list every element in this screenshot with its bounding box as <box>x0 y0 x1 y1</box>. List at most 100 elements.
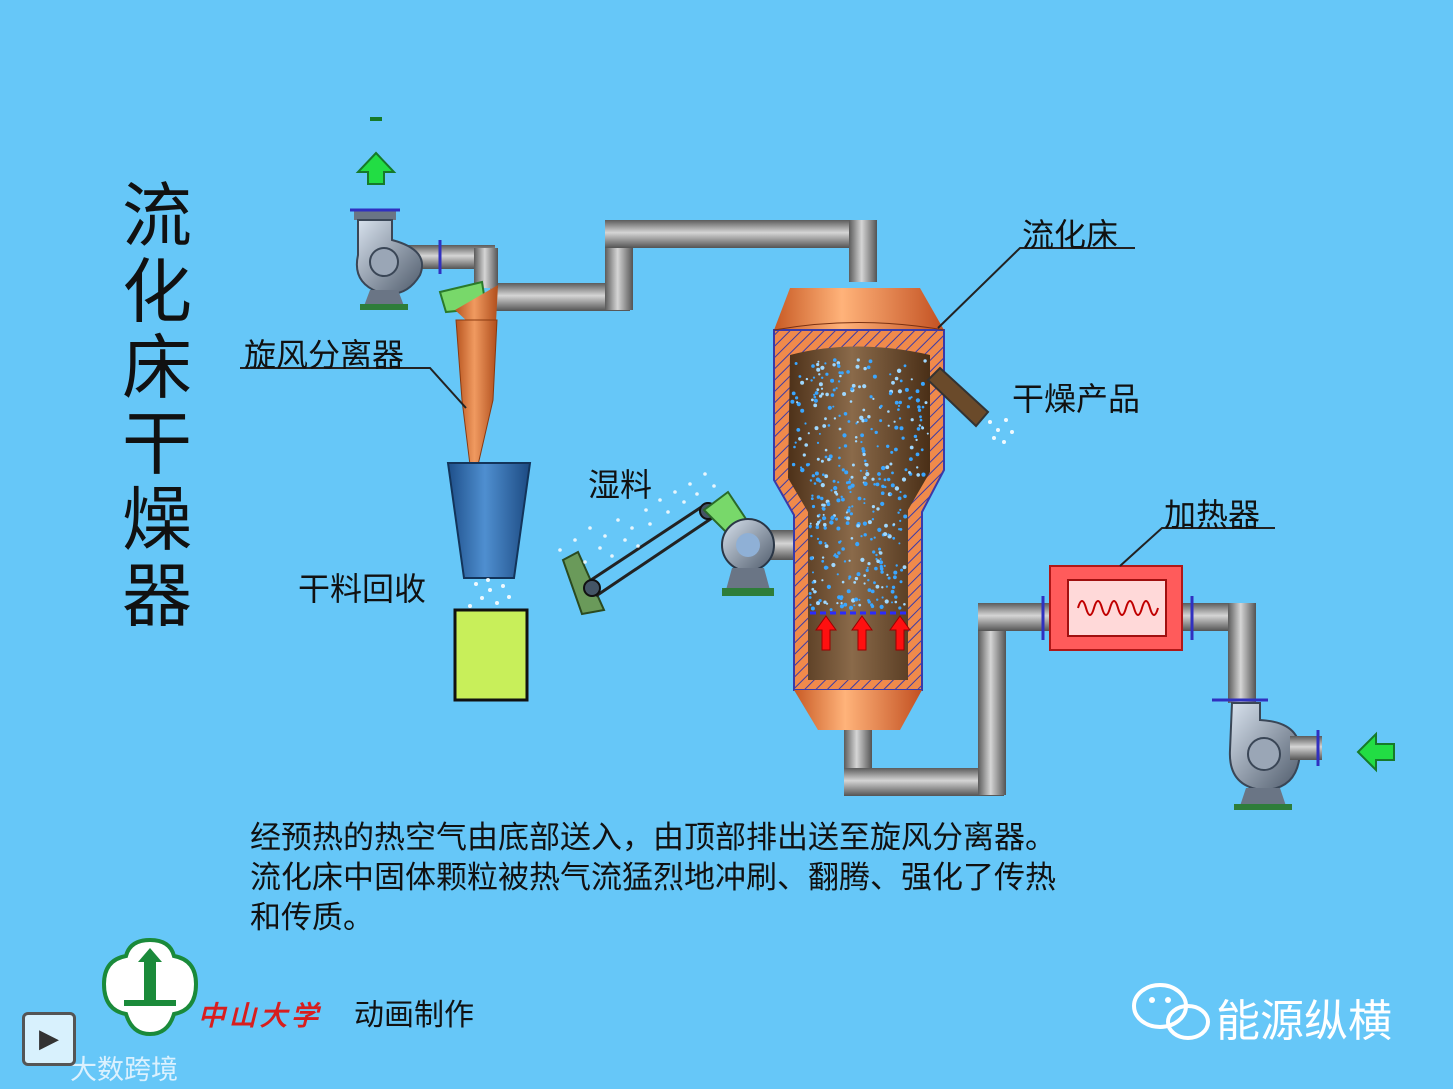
particle <box>897 389 903 394</box>
particle <box>857 496 862 501</box>
particle <box>816 362 820 367</box>
particle <box>849 512 854 516</box>
particle <box>823 600 827 604</box>
particle <box>858 603 862 607</box>
particle <box>867 588 872 592</box>
particle <box>859 415 864 420</box>
particle <box>813 403 818 408</box>
particle <box>863 366 867 371</box>
particle <box>821 556 825 559</box>
particle <box>873 581 876 585</box>
description-line: 和传质。 <box>250 900 374 936</box>
particle <box>881 596 884 599</box>
title-char: 化 <box>122 251 192 333</box>
particle <box>897 408 900 411</box>
particle <box>821 559 825 563</box>
watermark-text: 大数跨境 <box>70 1055 178 1086</box>
particle <box>924 401 928 405</box>
particle <box>886 573 889 577</box>
particle <box>899 490 902 494</box>
particle <box>870 427 873 431</box>
particle <box>822 513 825 516</box>
particle <box>819 519 822 522</box>
particle <box>855 364 860 369</box>
particle <box>818 382 823 387</box>
particle <box>879 604 884 610</box>
particle <box>860 535 863 538</box>
heater-unit <box>1049 565 1183 651</box>
particle <box>879 419 883 423</box>
title-char: 燥 <box>122 479 192 561</box>
particle <box>897 496 902 501</box>
particle <box>887 424 890 427</box>
particle <box>862 384 867 389</box>
particle <box>846 589 851 594</box>
particle <box>872 510 875 513</box>
particle <box>893 420 896 423</box>
particle <box>885 585 889 588</box>
particle <box>884 485 887 489</box>
particle <box>815 525 820 530</box>
particle <box>858 598 861 601</box>
particle <box>794 441 797 444</box>
particle <box>828 454 833 459</box>
particle <box>832 363 836 367</box>
particle <box>866 365 871 370</box>
particle <box>923 359 927 363</box>
particle <box>836 573 839 576</box>
description-line: 流化床中固体颗粒被热气流猛烈地冲刷、翻腾、强化了传热 <box>250 860 1056 896</box>
particle <box>824 362 827 365</box>
particle <box>921 405 925 409</box>
particle <box>909 457 913 461</box>
particle <box>872 374 877 379</box>
particle <box>800 408 805 413</box>
particle <box>871 505 876 509</box>
particle <box>904 387 909 392</box>
particle <box>860 557 865 563</box>
particle <box>863 498 866 501</box>
particle <box>817 360 820 363</box>
particle <box>823 526 827 530</box>
particle <box>800 467 805 473</box>
exhaust-arrow-icon <box>355 117 397 185</box>
particle <box>816 457 820 461</box>
particle <box>870 589 875 594</box>
particle <box>807 432 810 435</box>
particle <box>908 396 912 400</box>
particle <box>814 471 819 476</box>
particle <box>881 465 886 471</box>
particle <box>891 471 894 475</box>
particle <box>906 405 911 409</box>
particle <box>879 558 882 560</box>
particle <box>884 523 888 528</box>
particle <box>872 397 875 400</box>
particle <box>873 483 876 486</box>
particle <box>903 514 908 519</box>
particle <box>921 426 925 430</box>
particle <box>843 444 848 448</box>
particle <box>794 362 798 365</box>
particle <box>894 447 898 452</box>
particle <box>843 412 848 416</box>
particle <box>897 404 901 407</box>
particle <box>855 542 860 547</box>
particle <box>813 393 816 396</box>
particle <box>850 537 854 540</box>
particle <box>894 376 899 381</box>
particle <box>880 491 885 496</box>
play-button[interactable]: ▶ <box>22 1012 76 1066</box>
particle <box>854 597 859 602</box>
particle <box>826 584 832 590</box>
particle <box>845 481 849 485</box>
university-logo-icon <box>101 937 199 1037</box>
particle <box>909 445 914 450</box>
particle <box>894 425 899 430</box>
particle <box>878 551 882 554</box>
fluidized-bed-vessel <box>773 288 945 730</box>
particle <box>832 479 836 483</box>
particle <box>898 606 902 610</box>
particle <box>891 585 896 589</box>
particle <box>861 419 865 423</box>
particle <box>822 424 827 428</box>
particle <box>893 575 897 580</box>
